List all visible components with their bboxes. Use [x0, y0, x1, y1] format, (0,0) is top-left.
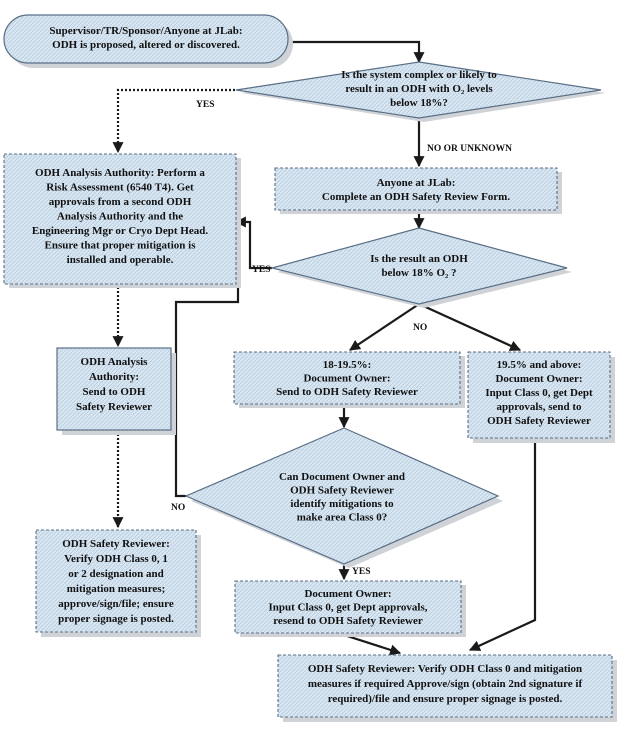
mid-range-box: [233, 351, 461, 405]
send-text-line: Send to ODH: [83, 386, 146, 398]
verify-text-line: approve/sign/file; ensure: [58, 598, 174, 610]
mid-text-line: Document Owner:: [303, 373, 390, 385]
mid-text-line: 18-19.5%:: [323, 359, 372, 371]
edge-labels: YES NO OR UNKNOWN YES NO NO YES: [171, 100, 512, 577]
high-text-line: ODH Safety Reviewer: [487, 415, 591, 427]
decision-system-complex: [235, 61, 602, 119]
input0-text-line: Document Owner:: [304, 588, 391, 600]
d1-text-line: Is the system complex or likely to: [341, 69, 497, 81]
d3-text-line: identify mitigations to: [290, 498, 394, 510]
d3-text-line: make area Class 0?: [297, 512, 388, 524]
edge-label-yes-2: YES: [252, 265, 270, 275]
verify-text-line: Verify ODH Class 0, 1: [64, 553, 168, 565]
analysis-text-line: approvals from a second ODH: [49, 196, 192, 208]
high-text-line: Document Owner:: [495, 373, 582, 385]
edge-label-no-3: NO: [171, 503, 185, 513]
verify-classification-box: [35, 529, 197, 633]
start-text-line: ODH is proposed, altered or discovered.: [52, 39, 240, 51]
edge-d1-yes-to-analysis: [112, 88, 235, 154]
d1-text-line: below 18%?: [390, 97, 448, 109]
start-text-line: Supervisor/TR/Sponsor/Anyone at JLab:: [49, 25, 242, 37]
input0-text-line: Input Class 0, get Dept approvals,: [268, 602, 427, 614]
input-class0-box: [234, 580, 462, 634]
edge-label-no-2: NO: [413, 323, 427, 333]
edge-high-to-final: [469, 440, 537, 651]
edge-d2-no-to-high: [418, 302, 522, 352]
final-review-box: [277, 654, 613, 718]
high-text-line: Input Class 0, get Dept: [485, 387, 593, 399]
verify-text-line: or 2 designation and: [68, 568, 163, 580]
analysis-text-line: Engineering Mgr or Cryo Dept Head.: [32, 225, 208, 237]
shapes: [3, 14, 617, 722]
decision-mitigations: [184, 427, 500, 565]
verify-text-line: mitigation measures;: [67, 583, 165, 595]
form-text-line: Anyone at JLab:: [377, 177, 456, 189]
edge-label-yes-3: YES: [352, 567, 370, 577]
high-text-line: approvals, send to: [496, 401, 582, 413]
decision-odh-result: [269, 227, 568, 305]
verify-text-line: ODH Safety Reviewer:: [62, 538, 170, 550]
d1-text-line: result in an ODH with O₂ levels: [345, 83, 493, 95]
analysis-text-line: Ensure that proper mitigation is: [45, 240, 197, 252]
edge-d2-yes-to-analysis: [234, 216, 272, 270]
d2-text-line: Is the result an ODH: [370, 253, 468, 265]
send-to-reviewer-box: [56, 347, 172, 431]
send-text-line: ODH Analysis: [81, 356, 149, 368]
start-terminator: [3, 14, 289, 64]
form-text-line: Complete an ODH Safety Review Form.: [322, 191, 510, 203]
edge-input0-to-final: [343, 633, 402, 656]
edge-start-to-d1: [290, 40, 425, 64]
final-text-line: measures if required Approve/sign (obtai…: [308, 678, 583, 690]
analysis-authority-box: [3, 153, 237, 285]
analysis-text-line: Risk Assessment (6540 T4). Get: [46, 182, 194, 194]
d3-text-line: Can Document Owner and: [279, 471, 405, 483]
verify-text-line: proper signage is posted.: [58, 613, 174, 625]
high-range-box: [467, 351, 611, 439]
analysis-text-line: Analysis Authority and the: [57, 211, 183, 223]
analysis-text-line: installed and operable.: [67, 254, 174, 266]
node-labels: Supervisor/TR/Sponsor/Anyone at JLab: ODH…: [32, 25, 593, 705]
analysis-text-line: ODH Analysis Authority: Perform a: [35, 167, 205, 179]
d3-text-line: ODH Safety Reviewer: [290, 485, 394, 497]
complete-form-box: [274, 167, 558, 211]
send-text-line: Safety Reviewer: [76, 401, 152, 413]
final-text-line: required)/file and ensure proper signage…: [328, 693, 563, 705]
final-text-line: ODH Safety Reviewer: Verify ODH Class 0 …: [308, 663, 582, 675]
connectors: [112, 40, 537, 656]
d2-text-line: below 18% O₂ ?: [381, 267, 456, 279]
input0-text-line: resend to ODH Safety Reviewer: [273, 615, 423, 627]
edge-d2-no-split: [349, 303, 420, 351]
edge-label-yes-1: YES: [196, 100, 214, 110]
send-text-line: Authority:: [89, 371, 139, 383]
edge-label-no-or-unknown: NO OR UNKNOWN: [427, 144, 512, 154]
mid-text-line: Send to ODH Safety Reviewer: [276, 386, 418, 398]
high-text-line: 19.5% and above:: [497, 359, 582, 371]
